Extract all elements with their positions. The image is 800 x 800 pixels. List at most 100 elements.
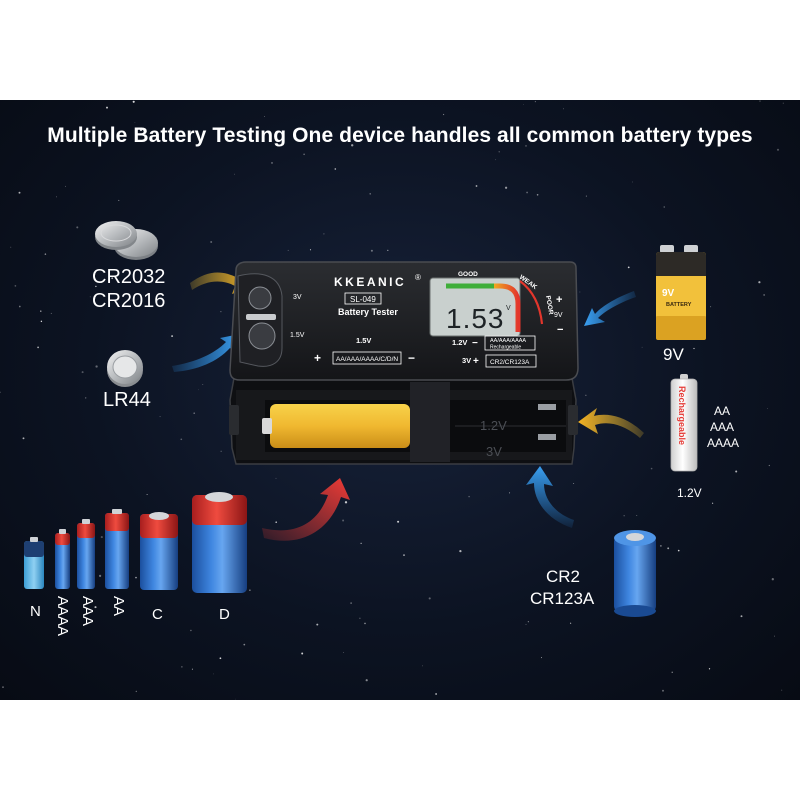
star	[50, 312, 52, 314]
star	[397, 520, 400, 523]
star	[76, 226, 79, 229]
star	[316, 623, 319, 626]
illustration: KKEANIC ® SL-049 Battery Tester 3V 1.5V …	[24, 221, 706, 617]
star	[190, 629, 192, 632]
size-label-c: C	[152, 606, 163, 623]
star	[428, 597, 431, 600]
size-label-aaa: AAA	[79, 596, 96, 627]
star	[636, 515, 638, 516]
star	[134, 122, 136, 123]
star	[768, 464, 770, 467]
slot-12v-types: AA/AAA/AAAA	[490, 338, 526, 344]
label-cr2: CR2	[546, 567, 581, 586]
coin-cell-pair-icon	[95, 221, 158, 260]
size-label-n: N	[30, 603, 41, 620]
star	[135, 576, 137, 579]
star	[235, 698, 236, 700]
lr44-button-cell-icon	[107, 350, 143, 387]
star	[364, 622, 366, 625]
lcd-reading: 1.53	[446, 303, 505, 334]
device-brand: KKEANIC	[334, 275, 406, 289]
star	[771, 578, 774, 581]
star	[100, 536, 103, 539]
headline: Multiple Battery Testing One device hand…	[47, 124, 753, 147]
star	[370, 249, 373, 252]
label-cr2032: CR2032	[92, 266, 166, 288]
star	[243, 643, 246, 646]
star	[287, 249, 289, 251]
gauge-good-label: GOOD	[458, 271, 478, 278]
star	[714, 440, 716, 442]
star	[301, 652, 304, 655]
star	[585, 195, 587, 197]
star	[569, 622, 572, 624]
star	[504, 186, 508, 189]
slot-3v-types: CR2/CR123A	[490, 359, 530, 366]
gauge-arc	[446, 283, 521, 332]
star	[631, 181, 633, 183]
gauge-poor-label: POOR	[544, 295, 554, 315]
star	[468, 495, 470, 498]
star	[359, 617, 361, 619]
star	[523, 104, 524, 105]
star	[534, 101, 536, 103]
star	[735, 470, 738, 473]
star	[181, 666, 183, 668]
star	[220, 450, 222, 452]
star	[309, 249, 312, 251]
star	[758, 281, 761, 284]
size-label-d: D	[219, 606, 230, 623]
star	[387, 249, 389, 252]
star	[763, 294, 765, 296]
star	[693, 347, 695, 350]
star	[740, 615, 743, 618]
label-9v: 9V	[663, 345, 684, 364]
star	[85, 397, 87, 399]
star	[573, 482, 575, 485]
star	[776, 148, 780, 151]
star	[663, 206, 665, 208]
star	[773, 635, 776, 637]
star	[89, 296, 91, 298]
star	[0, 391, 1, 394]
star	[677, 549, 680, 552]
star	[711, 502, 714, 504]
star	[526, 191, 529, 194]
nine-volt-battery-icon	[656, 245, 706, 340]
arrow-blue-lr44-icon	[172, 334, 240, 372]
slot-12v-sub: Rechargeable	[490, 345, 521, 351]
star	[275, 521, 278, 523]
star	[782, 102, 784, 104]
star	[579, 291, 581, 293]
label-rechargeable-voltage: 1.2V	[677, 486, 702, 500]
coin-3v-label: 3V	[293, 294, 302, 301]
star	[495, 159, 497, 161]
lcd-reading-unit: V	[506, 305, 511, 312]
star	[264, 116, 265, 117]
star	[98, 574, 102, 578]
rechargeable-print: Rechargeable	[677, 386, 687, 445]
nine-v-minus: −	[557, 324, 563, 336]
slot-3v-plus: +	[473, 356, 479, 367]
star	[527, 621, 529, 623]
star	[219, 657, 222, 660]
size-label-aa: AA	[110, 596, 127, 617]
star	[111, 277, 114, 280]
star	[641, 346, 643, 348]
slot-15v-minus: −	[408, 351, 415, 365]
star	[18, 191, 21, 194]
star	[498, 151, 500, 153]
star	[94, 606, 97, 609]
star	[667, 547, 670, 550]
arrow-yellow-aa-icon	[578, 408, 644, 438]
star	[394, 130, 396, 132]
arrow-blue-cr2-icon	[526, 466, 574, 528]
star	[18, 305, 21, 308]
slot-12v-voltage: 1.2V	[452, 338, 467, 347]
star	[759, 100, 761, 102]
star	[443, 113, 445, 116]
star	[525, 623, 527, 625]
star	[671, 671, 673, 673]
arrow-blue-9v-icon	[584, 291, 636, 326]
star	[650, 467, 653, 470]
